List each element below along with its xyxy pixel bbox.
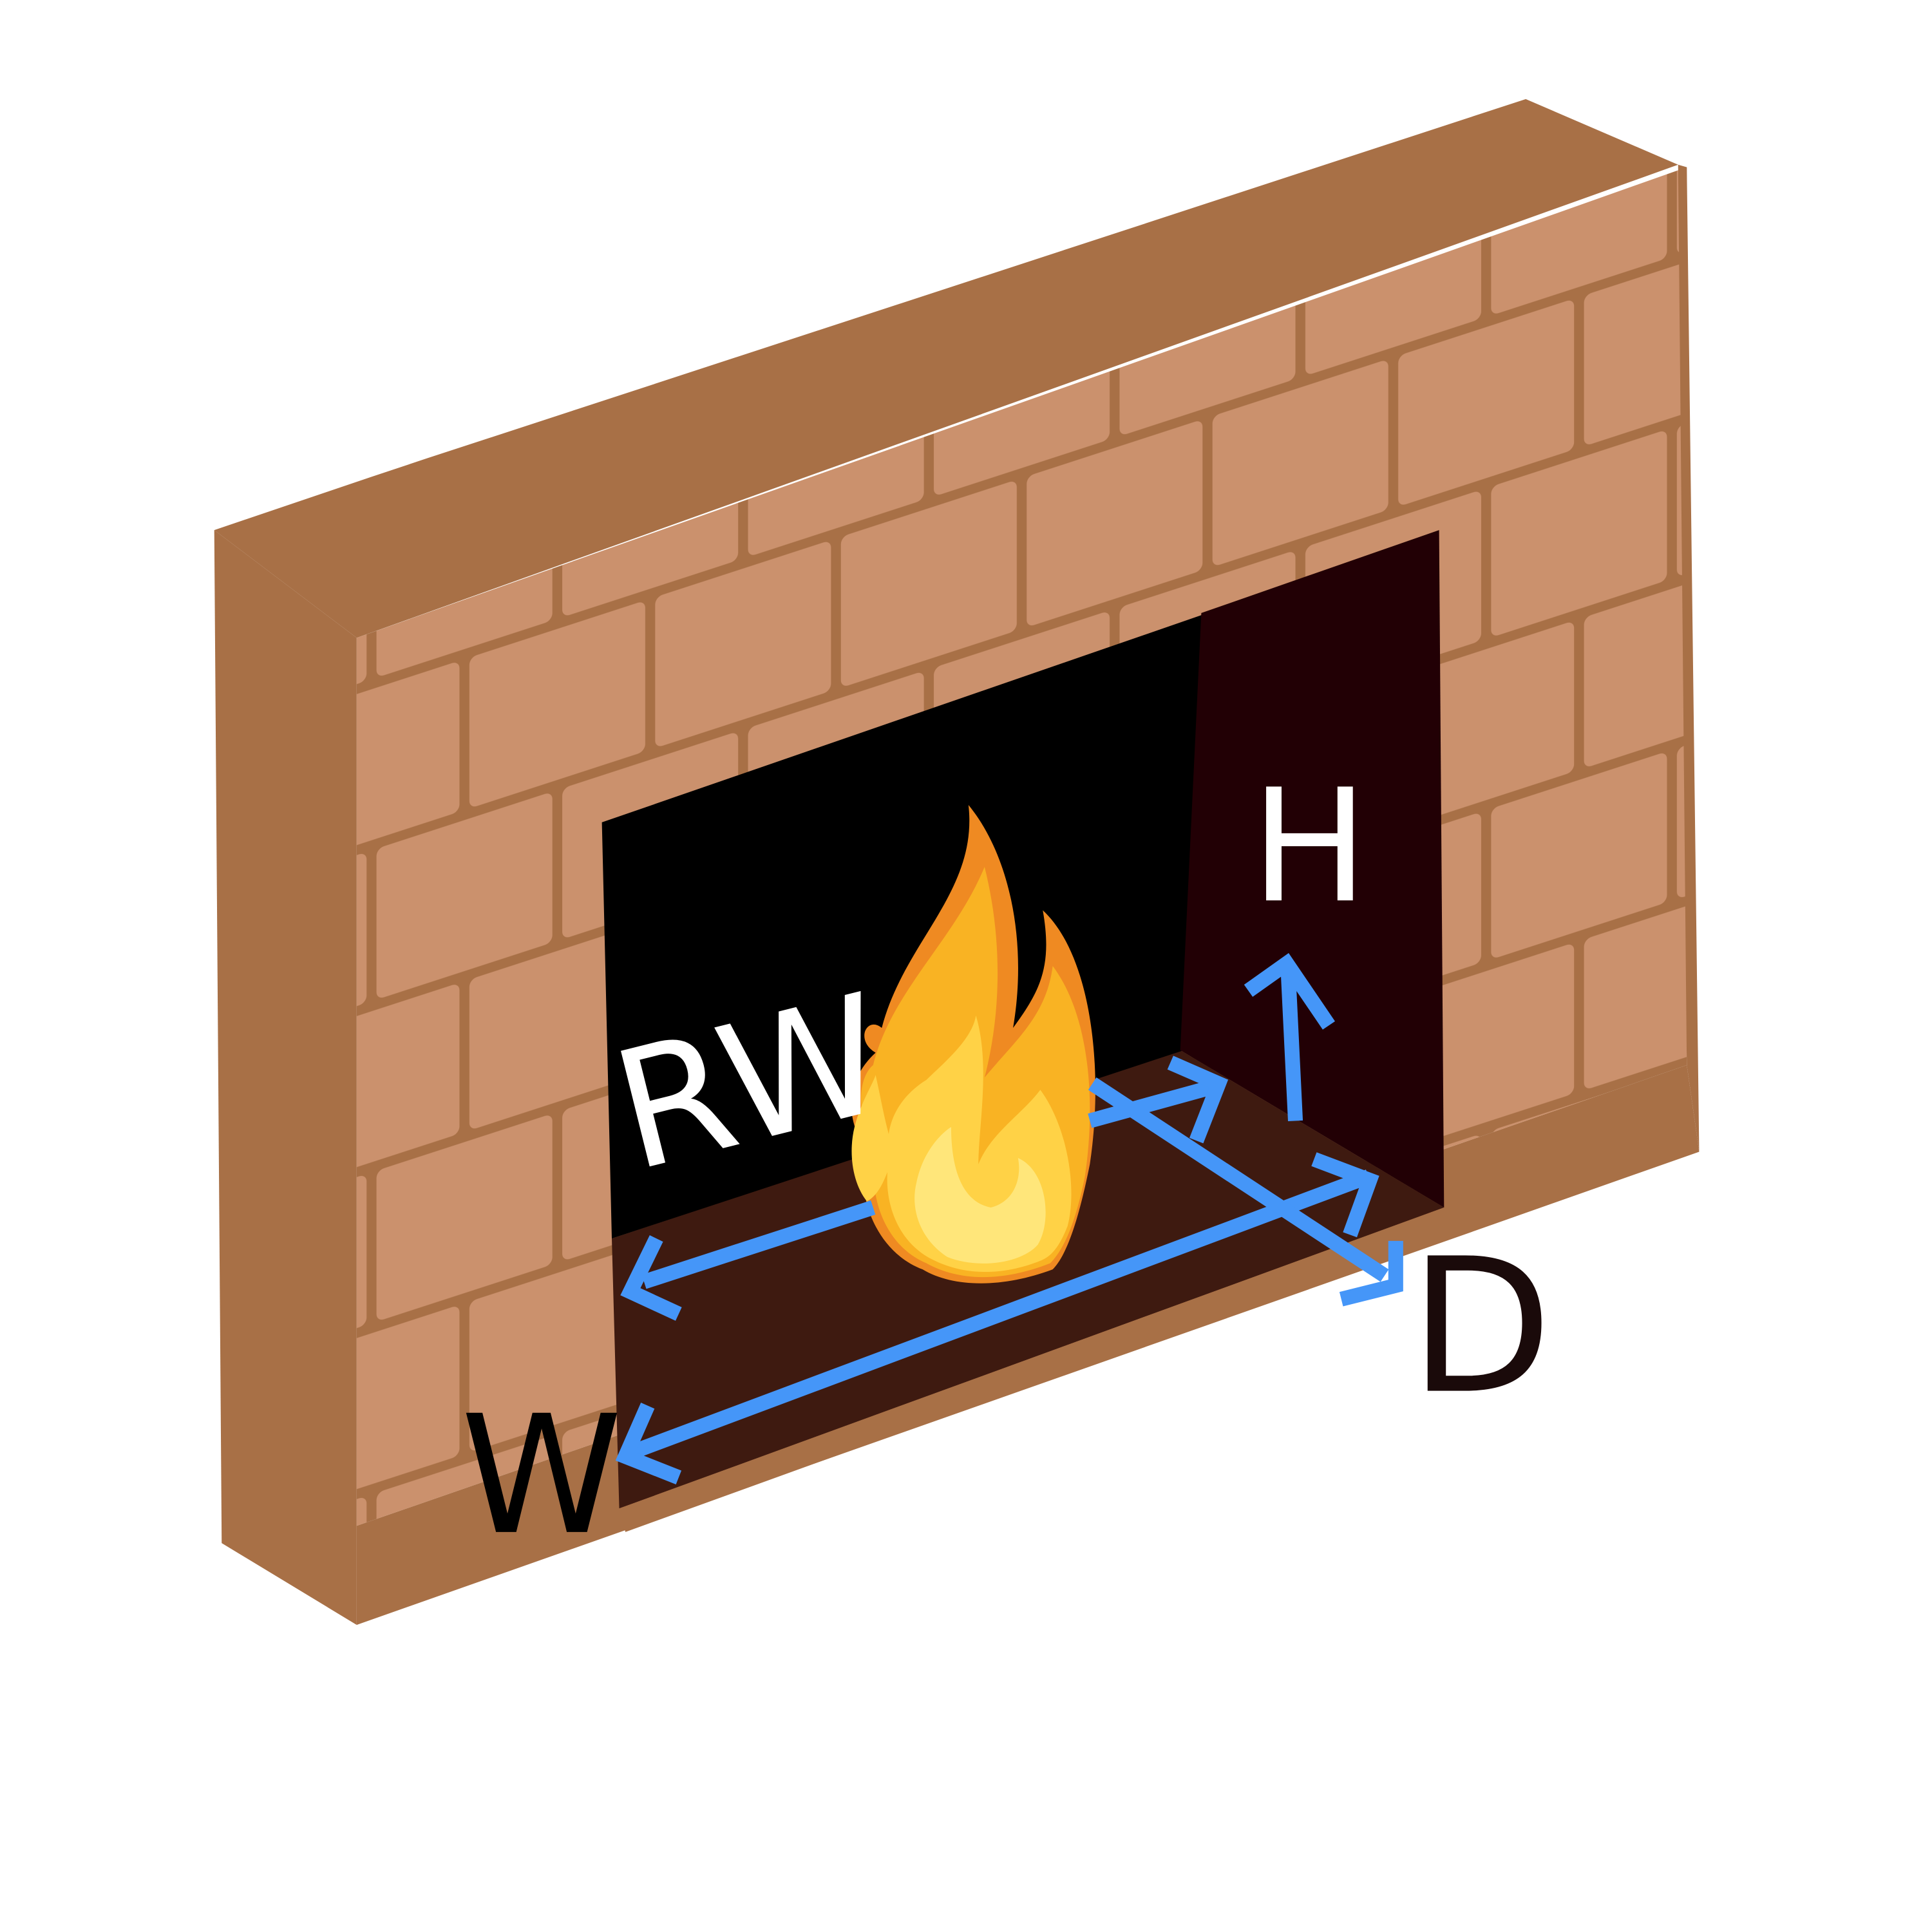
height-label: H	[1251, 756, 1368, 938]
wall-top-face	[214, 99, 1678, 638]
wall-left-face	[214, 530, 357, 1625]
rear-width-arrow	[620, 1056, 1229, 1321]
depth-label: D	[1409, 1219, 1552, 1435]
fire-icon	[851, 805, 1095, 1283]
width-label: W	[460, 1380, 622, 1571]
hearth-lip	[619, 1208, 1444, 1532]
wall-right-edge	[1678, 164, 1700, 1152]
height-arrow	[1244, 952, 1336, 1121]
firebox-side-wall	[1180, 530, 1444, 1208]
width-arrow	[615, 1152, 1379, 1484]
hearth-floor	[612, 1050, 1444, 1509]
dimension-arrows	[615, 952, 1403, 1484]
flame-core	[914, 1127, 1046, 1264]
depth-arrow	[1088, 1077, 1403, 1307]
flame-small-left	[851, 1075, 895, 1202]
